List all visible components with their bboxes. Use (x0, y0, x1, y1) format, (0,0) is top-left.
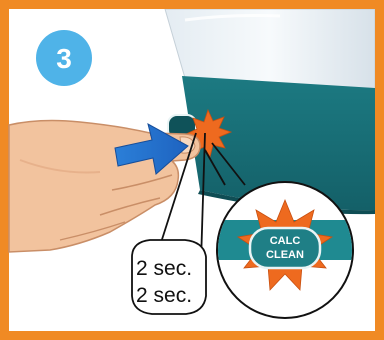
calc-clean-button[interactable] (250, 228, 320, 268)
step-number: 3 (56, 43, 72, 74)
timer-bubble: 2 sec. 2 sec. (132, 240, 206, 314)
timer-label-1: 2 sec. (136, 257, 192, 280)
step-badge: 3 (36, 30, 92, 86)
clean-label: CLEAN (266, 249, 304, 261)
calc-label: CALC (270, 235, 301, 247)
timer-label-2: 2 sec. (136, 284, 192, 307)
